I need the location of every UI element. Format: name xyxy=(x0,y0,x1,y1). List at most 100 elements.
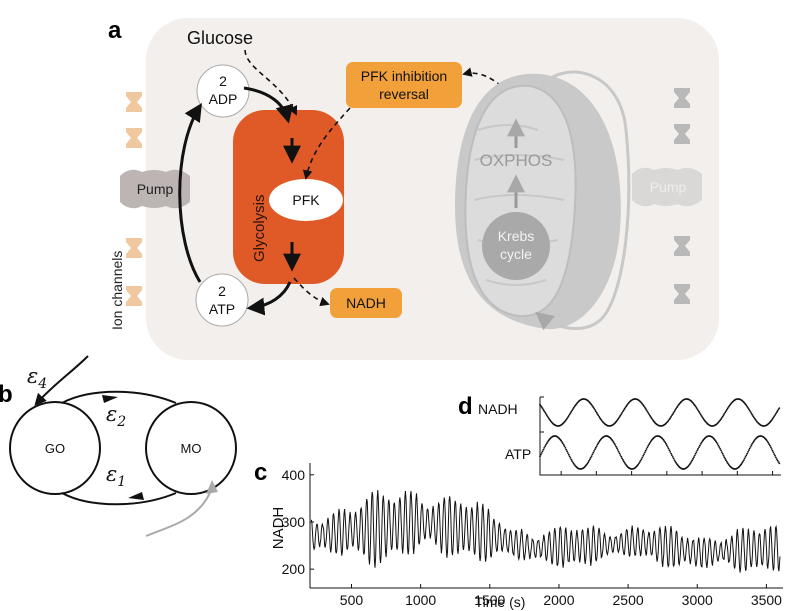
mitochondrial-cycle-arrow xyxy=(535,70,631,331)
d-atp-point xyxy=(689,462,692,464)
d-atp-point xyxy=(622,460,625,463)
state-mo-circle xyxy=(145,401,237,495)
d-nadh-point xyxy=(595,411,598,414)
d-nadh-point xyxy=(542,408,545,411)
d-atp-point xyxy=(742,459,745,461)
d-nadh-point xyxy=(723,412,726,415)
pfk-inhibition-to-pfk-arrow xyxy=(302,107,351,180)
d-atp-point xyxy=(741,462,743,464)
atp-number: 2 xyxy=(218,283,226,299)
d-atp-point xyxy=(724,457,727,460)
transition-mo-to-go-curve xyxy=(61,492,177,506)
d-atp-point xyxy=(693,456,695,459)
d-atp-point xyxy=(565,448,568,451)
d-atp-point xyxy=(561,442,564,445)
pfk-ellipse xyxy=(269,179,343,221)
d-nadh-point xyxy=(700,415,703,417)
d-atp-point xyxy=(667,447,670,450)
d-atp-point xyxy=(747,451,749,453)
c-y-tick-label: 400 xyxy=(282,467,306,483)
d-atp-point xyxy=(597,442,600,444)
d-atp-point xyxy=(643,453,645,455)
d-atp-point xyxy=(776,459,779,462)
d-atp-point xyxy=(720,451,723,453)
d-axes-frame xyxy=(539,397,781,476)
d-nadh-point xyxy=(725,410,727,412)
d-atp-point xyxy=(669,451,672,453)
d-atp-point xyxy=(768,443,771,446)
d-atp-point xyxy=(570,458,573,461)
d-nadh-point xyxy=(544,411,546,414)
ion-channel-icon xyxy=(126,238,142,258)
c-x-tick-label: 500 xyxy=(340,592,364,608)
d-atp-point xyxy=(613,442,616,445)
d-atp-point xyxy=(673,459,676,461)
c-x-tick-label: 2000 xyxy=(543,592,574,608)
d-atp-point xyxy=(589,458,591,461)
d-nadh-point xyxy=(541,407,544,410)
d-nadh-point xyxy=(752,415,754,417)
d-atp-point xyxy=(769,444,771,447)
state-go-circle xyxy=(9,401,101,495)
d-atp-point xyxy=(568,455,571,458)
d-atp-point xyxy=(663,440,666,442)
d-atp-point xyxy=(618,452,621,455)
d-nadh-point xyxy=(746,405,749,408)
d-atp-point xyxy=(649,442,651,444)
d-atp-point xyxy=(615,445,617,448)
d-nadh-point xyxy=(751,413,754,416)
d-nadh-point xyxy=(750,412,753,415)
d-atp-point xyxy=(740,463,743,466)
d-nadh-point xyxy=(643,405,645,408)
d-nadh-point xyxy=(572,406,575,409)
d-nadh-point xyxy=(748,409,751,412)
d-atp-point xyxy=(596,443,599,446)
d-nadh-point xyxy=(775,412,777,415)
d-atp-point xyxy=(717,444,720,447)
d-nadh-point xyxy=(672,411,675,414)
d-atp-point xyxy=(645,448,648,450)
d-atp-point xyxy=(614,444,617,446)
d-nadh-point xyxy=(694,405,697,408)
adp-number: 2 xyxy=(219,73,227,89)
d-nadh-point xyxy=(753,416,755,419)
d-atp-point xyxy=(594,448,596,451)
d-nadh-point xyxy=(567,416,569,419)
d-nadh-point xyxy=(673,410,676,413)
d-atp-point xyxy=(698,444,701,447)
d-atp-point xyxy=(671,454,673,457)
d-atp-point xyxy=(638,461,641,463)
pfk-label: PFK xyxy=(292,192,320,208)
d-nadh-point xyxy=(649,414,651,417)
d-atp-point xyxy=(642,454,645,457)
d-atp-point xyxy=(592,451,595,454)
c-ylabel: NADH xyxy=(270,507,287,550)
pump-right: Pump xyxy=(632,167,702,207)
glycolysis-to-nadh-arrow xyxy=(293,277,330,307)
d-nadh-point xyxy=(543,410,546,412)
epsilon-1-label: ε1 xyxy=(106,462,126,490)
d-nadh-point xyxy=(592,406,595,409)
d-nadh-point xyxy=(671,414,673,417)
atp-to-adp-arrow xyxy=(178,102,202,283)
d-atp-point xyxy=(587,461,590,464)
d-atp-point xyxy=(539,455,541,458)
adp-to-glycolysis-arrow xyxy=(243,86,294,124)
d-atp-point xyxy=(591,453,594,456)
state-mo-label: MO xyxy=(181,441,202,456)
d-atp-point xyxy=(569,457,572,459)
d-atp-point xyxy=(648,443,650,446)
panel-label-b: b xyxy=(0,381,13,408)
d-nadh-point xyxy=(644,407,647,410)
nadh-label: NADH xyxy=(346,295,386,311)
d-nadh-point xyxy=(720,417,723,419)
pfk-inhibition-box xyxy=(346,62,462,108)
d-atp-point xyxy=(541,450,544,453)
transition-go-to-mo-curve xyxy=(61,390,177,404)
d-atp-point xyxy=(694,452,697,455)
d-atp-point xyxy=(771,449,774,452)
d-nadh-point xyxy=(777,408,780,411)
d-nadh-point xyxy=(669,417,672,419)
d-nadh-point xyxy=(621,412,623,414)
d-nadh-point xyxy=(670,415,672,418)
